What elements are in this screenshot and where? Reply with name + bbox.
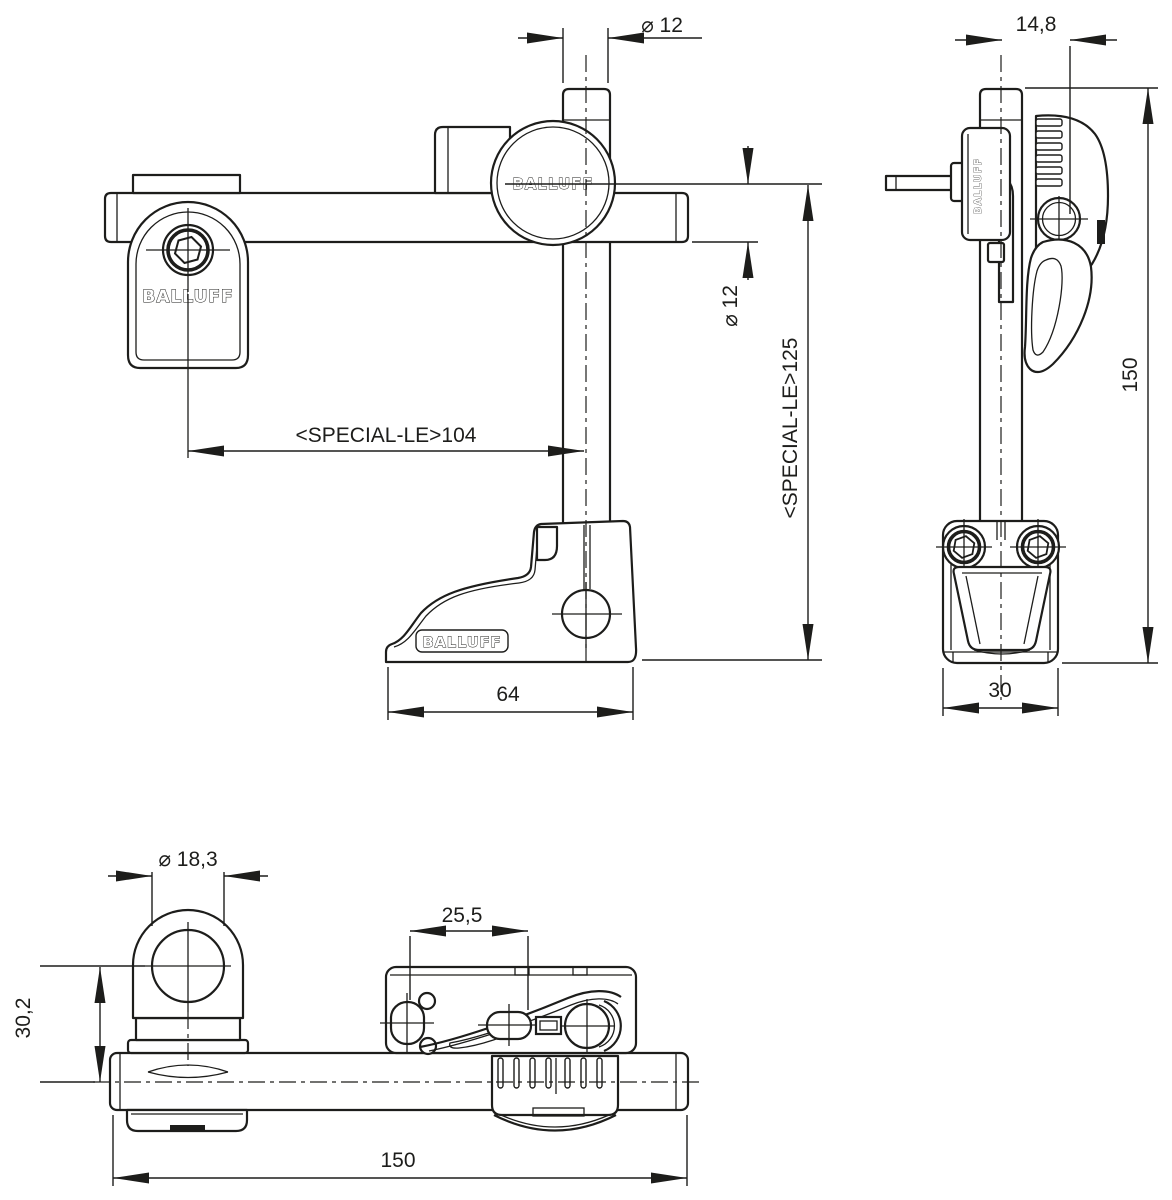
side-base-screw-right <box>1010 519 1066 575</box>
side-knurl <box>1035 118 1063 187</box>
svg-text:⌀ 12: ⌀ 12 <box>641 14 683 37</box>
bottom-view: ⌀ 18,3 30,2 25,5 <box>12 848 703 1186</box>
front-base: BALLUFF <box>384 519 638 664</box>
side-view: BALLUFF <box>884 13 1158 716</box>
svg-text:64: 64 <box>496 683 520 706</box>
front-dimensions: ⌀ 12 ⌀ 12 <SPECIAL-LE>125 <box>187 14 822 720</box>
bottom-left-pad <box>125 1108 249 1133</box>
front-knob: BALLUFF <box>489 119 617 247</box>
balluff-logo-side: BALLUFF <box>973 158 984 215</box>
front-view: BALLUFF BALLUFF BALLUFF <box>103 14 822 720</box>
svg-text:<SPECIAL-LE>125: <SPECIAL-LE>125 <box>779 338 802 519</box>
dim-side-overall-height: 150 <box>1025 87 1158 664</box>
dim-bottom-clamp-height: 30,2 <box>12 965 145 1083</box>
svg-text:30: 30 <box>988 679 1011 702</box>
svg-text:⌀ 12: ⌀ 12 <box>719 285 742 327</box>
bottom-body <box>380 965 638 1056</box>
bottom-clamp-dome <box>126 908 250 1066</box>
dim-bottom-lever-offset: 25,5 <box>409 904 529 1010</box>
svg-text:25,5: 25,5 <box>442 904 483 927</box>
side-plate: BALLUFF <box>960 126 1012 264</box>
dim-side-base-depth: 30 <box>942 668 1059 716</box>
side-lever <box>1023 238 1093 374</box>
svg-text:14,8: 14,8 <box>1016 13 1057 36</box>
dim-bottom-bore-diameter: ⌀ 18,3 <box>108 848 268 926</box>
svg-text:30,2: 30,2 <box>12 998 35 1039</box>
dim-front-bar-diameter: ⌀ 12 <box>505 146 822 327</box>
dim-front-rod-diameter: ⌀ 12 <box>518 14 702 83</box>
bottom-knurl-knob <box>490 1054 620 1132</box>
balluff-logo-base: BALLUFF <box>423 635 502 651</box>
svg-text:⌀ 18,3: ⌀ 18,3 <box>158 848 217 871</box>
svg-text:150: 150 <box>1119 357 1142 392</box>
dim-front-base-width: 64 <box>387 667 634 720</box>
svg-text:<SPECIAL-LE>104: <SPECIAL-LE>104 <box>296 424 477 447</box>
svg-text:150: 150 <box>380 1149 415 1172</box>
front-clamp-screw <box>146 208 230 292</box>
dim-bottom-overall-length: 150 <box>112 1115 688 1186</box>
dim-front-overall-height: <SPECIAL-LE>125 <box>642 185 822 661</box>
side-dimensions: 14,8 150 30 <box>942 13 1158 716</box>
front-left-clamp: BALLUFF <box>126 173 250 370</box>
dim-side-head-width: 14,8 <box>955 13 1117 214</box>
side-base-screw-left <box>936 519 992 575</box>
dim-front-arm-length: <SPECIAL-LE>104 <box>187 294 584 458</box>
bottom-dimensions: ⌀ 18,3 30,2 25,5 <box>12 848 703 1186</box>
